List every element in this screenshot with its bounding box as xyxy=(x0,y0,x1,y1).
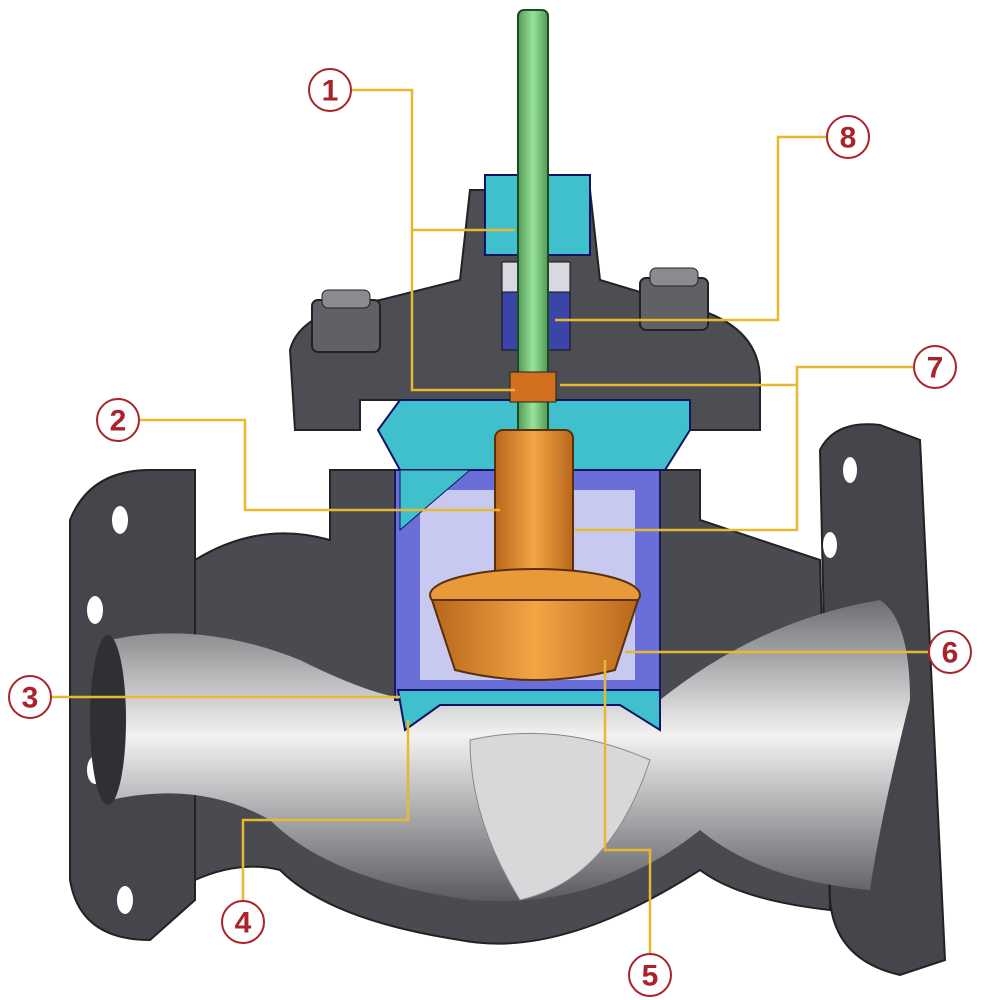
callout-circle xyxy=(628,953,672,997)
leader-2 xyxy=(140,418,500,512)
callout-circle xyxy=(221,900,265,944)
callout-number: 7 xyxy=(927,352,944,385)
leader-8 xyxy=(555,135,826,322)
callout-4: 4 xyxy=(221,900,265,944)
leader-7 xyxy=(575,365,913,532)
callout-markers: 1 2 3 4 5 6 7 8 xyxy=(8,68,972,997)
callout-number: 4 xyxy=(235,907,252,940)
callout-circle xyxy=(308,68,352,112)
callout-number: 3 xyxy=(22,682,39,715)
callout-number: 5 xyxy=(642,960,659,993)
callout-number: 2 xyxy=(110,405,127,438)
leader-1 xyxy=(352,88,515,392)
callout-7: 7 xyxy=(913,345,957,389)
leader-5 xyxy=(603,660,652,953)
callout-circle xyxy=(8,675,52,719)
leader-4 xyxy=(241,720,410,900)
callout-3: 3 xyxy=(8,675,52,719)
callout-number: 1 xyxy=(322,75,339,108)
callout-circle xyxy=(96,398,140,442)
callout-1: 1 xyxy=(308,68,352,112)
callout-6: 6 xyxy=(928,630,972,674)
callout-5: 5 xyxy=(628,953,672,997)
callout-number: 8 xyxy=(840,122,857,155)
seat-ring xyxy=(396,689,661,732)
callout-circle xyxy=(928,630,972,674)
callout-circle xyxy=(913,345,957,389)
callout-number: 6 xyxy=(942,637,959,670)
callout-8: 8 xyxy=(826,115,870,159)
callout-2: 2 xyxy=(96,398,140,442)
bonnet-bolts xyxy=(311,267,709,353)
callout-circle xyxy=(826,115,870,159)
valve-plug xyxy=(429,429,641,681)
leader-lines xyxy=(52,88,928,953)
